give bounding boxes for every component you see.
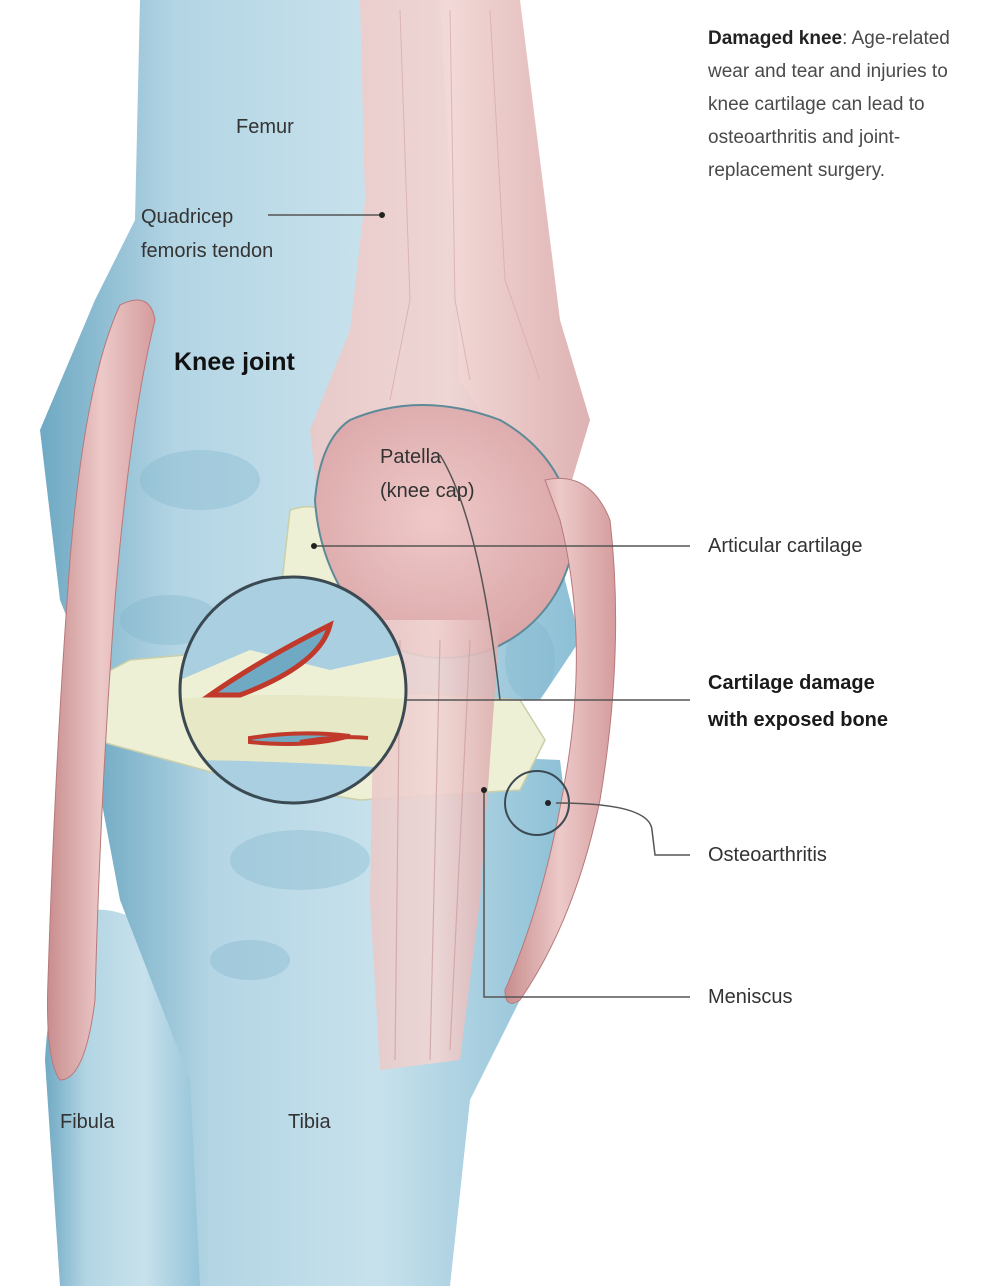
caption-title: Damaged knee [708,28,842,49]
label-quadricep-line2: femoris tendon [141,234,273,268]
label-femur: Femur [236,110,294,144]
label-patella-line2: (knee cap) [380,474,475,508]
label-quadricep-line1: Quadricep [141,200,233,234]
caption: Damaged knee: Age-related wear and tear … [708,22,988,187]
label-meniscus: Meniscus [708,980,792,1014]
label-tibia: Tibia [288,1105,331,1139]
caption-text: : Age-related wear and tear and injuries… [708,28,950,181]
label-knee-joint: Knee joint [174,345,295,379]
label-cartilage-damage-line2: with exposed bone [708,703,888,737]
label-fibula: Fibula [60,1105,114,1139]
label-cartilage-damage-line1: Cartilage damage [708,666,875,700]
label-articular-cartilage: Articular cartilage [708,529,863,563]
label-patella-line1: Patella [380,440,441,474]
label-osteoarthritis: Osteoarthritis [708,838,827,872]
